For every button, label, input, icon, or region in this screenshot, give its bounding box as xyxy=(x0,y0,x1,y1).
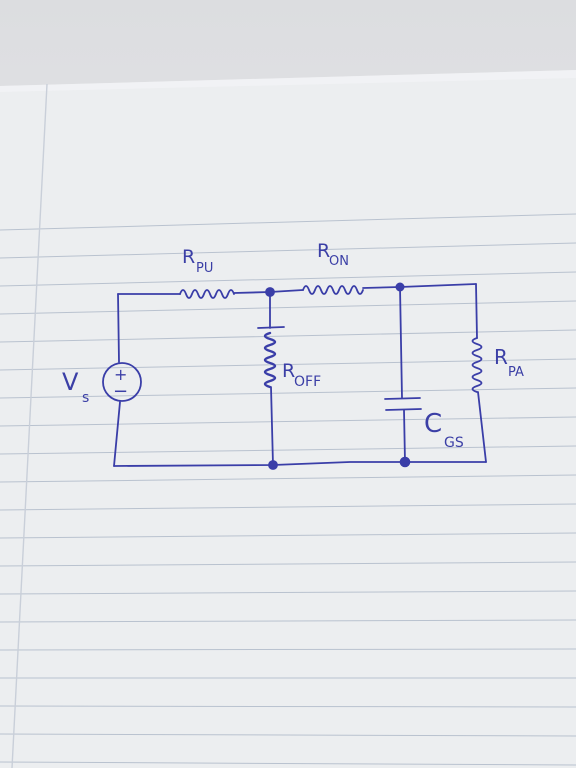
junction-dot-top-left xyxy=(265,287,275,297)
capacitor-plate-top xyxy=(384,397,421,400)
label-rpa-sub: PA xyxy=(508,365,524,380)
label-roff-main: R xyxy=(282,360,295,382)
bottom-wire xyxy=(113,461,487,467)
label-vs: V s xyxy=(62,368,89,406)
label-rpu: R PU xyxy=(182,246,213,276)
cgs-wire-top xyxy=(399,286,403,399)
label-rpa: R PA xyxy=(494,345,524,380)
roff-wire-bottom xyxy=(270,386,274,466)
circuit xyxy=(102,282,487,470)
paper-sheet xyxy=(0,70,576,768)
label-cgs: C GS xyxy=(424,409,464,451)
junction-dot-bottom-left xyxy=(268,460,278,470)
label-rpu-sub: PU xyxy=(196,261,213,276)
ruled-lines xyxy=(0,213,576,766)
left-wire-top xyxy=(117,293,120,363)
source-plus-sign: + xyxy=(114,365,127,384)
label-vs-sub: s xyxy=(82,390,89,406)
label-vs-main: V xyxy=(62,368,79,396)
label-cgs-main: C xyxy=(424,409,442,439)
cgs-wire-bottom xyxy=(403,409,406,463)
resistor-roff-symbol xyxy=(263,331,277,389)
source-minus-sign: − xyxy=(113,381,128,402)
resistor-rpa-symbol xyxy=(471,337,483,393)
margin-line xyxy=(11,83,48,768)
junction-dot-bottom-right xyxy=(399,456,411,468)
resistor-ron-symbol xyxy=(302,285,364,295)
rpa-wire-bottom xyxy=(477,391,487,463)
label-rpa-main: R xyxy=(494,345,508,369)
label-ron: R ON xyxy=(317,240,349,269)
resistor-rpu-symbol xyxy=(179,289,235,299)
label-ron-main: R xyxy=(317,240,330,262)
label-roff-sub: OFF xyxy=(294,374,321,390)
label-ron-sub: ON xyxy=(329,254,349,269)
left-wire-bottom xyxy=(113,401,121,467)
label-rpu-main: R xyxy=(182,246,195,268)
junction-dot-top-right xyxy=(395,282,405,292)
voltage-source-symbol xyxy=(102,362,142,402)
rpa-wire-top xyxy=(475,283,478,339)
roff-bar xyxy=(257,326,285,329)
label-roff: R OFF xyxy=(282,360,321,390)
label-cgs-sub: GS xyxy=(444,435,464,451)
